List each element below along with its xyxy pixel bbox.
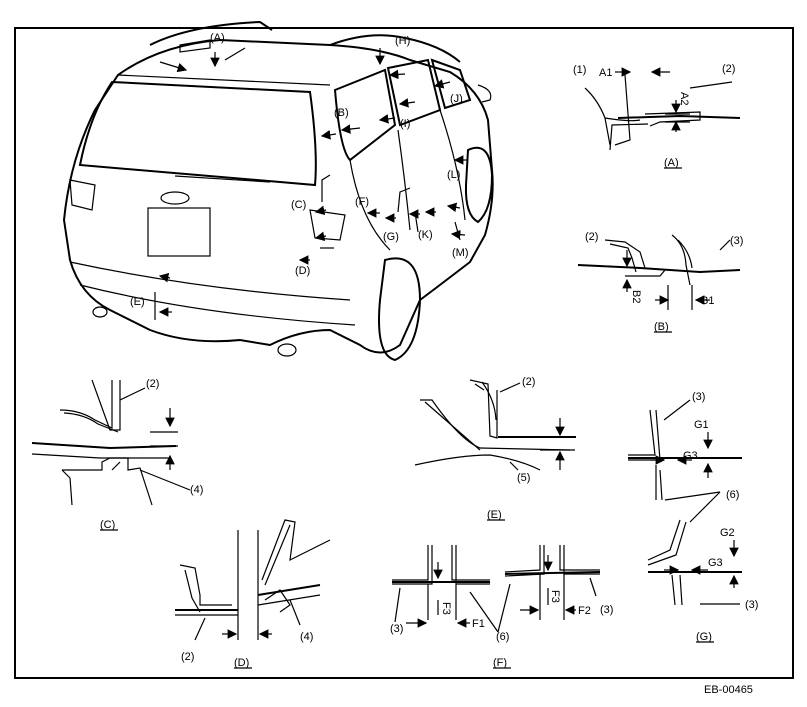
- part-2-label-a: (2): [722, 63, 735, 75]
- callout-e: (E): [130, 296, 145, 308]
- side-window-front: [430, 58, 472, 110]
- license-plate: [147, 207, 211, 257]
- part-2-label-c: (2): [146, 378, 159, 390]
- roof-rail-left: [149, 20, 273, 46]
- part-2-label-e: (2): [522, 376, 535, 388]
- exhaust-right: [277, 343, 297, 357]
- part-2-label-d: (2): [181, 651, 194, 663]
- callout-g: (G): [383, 231, 399, 243]
- detail-f: [392, 545, 601, 633]
- part-3-label-f2: (3): [600, 604, 613, 616]
- tail-light-right: [309, 209, 346, 241]
- dim-a1: A1: [599, 67, 612, 79]
- side-window-mid: [386, 58, 442, 127]
- title-e: (E): [487, 509, 502, 521]
- rear-window: [78, 80, 317, 187]
- tail-light-left: [69, 179, 96, 211]
- part-6-label-g: (6): [726, 489, 739, 501]
- dim-f3-a: F3: [440, 602, 452, 615]
- dim-f1: F1: [472, 618, 485, 630]
- diagram-frame: [14, 27, 794, 679]
- detail-g: [628, 399, 742, 606]
- part-6-label-f: (6): [496, 631, 509, 643]
- title-c: (C): [100, 519, 115, 531]
- dim-g1: G1: [694, 419, 709, 431]
- callout-k: (K): [418, 229, 433, 241]
- callout-h: (H): [395, 35, 410, 47]
- part-4-label-c: (4): [190, 484, 203, 496]
- roof-rail-right: [329, 34, 461, 63]
- part-5-label-e: (5): [517, 472, 530, 484]
- dim-f3-b: F3: [549, 590, 561, 603]
- part-3-label-g2: (3): [745, 599, 758, 611]
- callout-m: (M): [452, 247, 469, 259]
- callout-b: (B): [334, 107, 349, 119]
- title-f: (F): [493, 657, 507, 669]
- detail-e: [414, 379, 576, 471]
- detail-a: [584, 67, 741, 151]
- dim-g2: G2: [720, 527, 735, 539]
- side-window-rear: [333, 68, 397, 162]
- title-d: (D): [234, 657, 249, 669]
- part-4-label-d: (4): [300, 631, 313, 643]
- rear-emblem: [160, 191, 190, 205]
- detail-b: [577, 234, 741, 310]
- dim-f2: F2: [578, 605, 591, 617]
- dim-b2: B2: [630, 290, 642, 303]
- front-wheel: [464, 146, 494, 224]
- part-3-label-b: (3): [730, 235, 743, 247]
- callout-j: (J): [450, 93, 463, 105]
- vehicle-illustration: [62, 20, 494, 362]
- detail-c: [31, 379, 191, 506]
- exhaust-left: [92, 306, 108, 318]
- callout-a: (A): [210, 32, 225, 44]
- part-3-label-f1: (3): [390, 623, 403, 635]
- dim-b1: B1: [701, 295, 714, 307]
- title-a: (A): [664, 157, 679, 169]
- part-3-label-g1: (3): [692, 391, 705, 403]
- vehicle-body-outline: [62, 38, 494, 354]
- dim-g3-b: G3: [708, 557, 723, 569]
- title-g: (G): [696, 631, 712, 643]
- callout-d: (D): [295, 265, 310, 277]
- callout-i: (I): [400, 118, 410, 130]
- callout-c: (C): [291, 199, 306, 211]
- dim-a2: A2: [678, 92, 690, 105]
- figure-reference-code: EB-00465: [704, 684, 753, 696]
- detail-d: [175, 519, 331, 641]
- rear-wheel: [378, 257, 422, 362]
- title-b: (B): [654, 321, 669, 333]
- callout-l: (L): [447, 169, 460, 181]
- dim-g3-a: G3: [683, 450, 698, 462]
- callout-f: (F): [355, 196, 369, 208]
- part-1-label: (1): [573, 64, 586, 76]
- part-2-label-b: (2): [585, 231, 598, 243]
